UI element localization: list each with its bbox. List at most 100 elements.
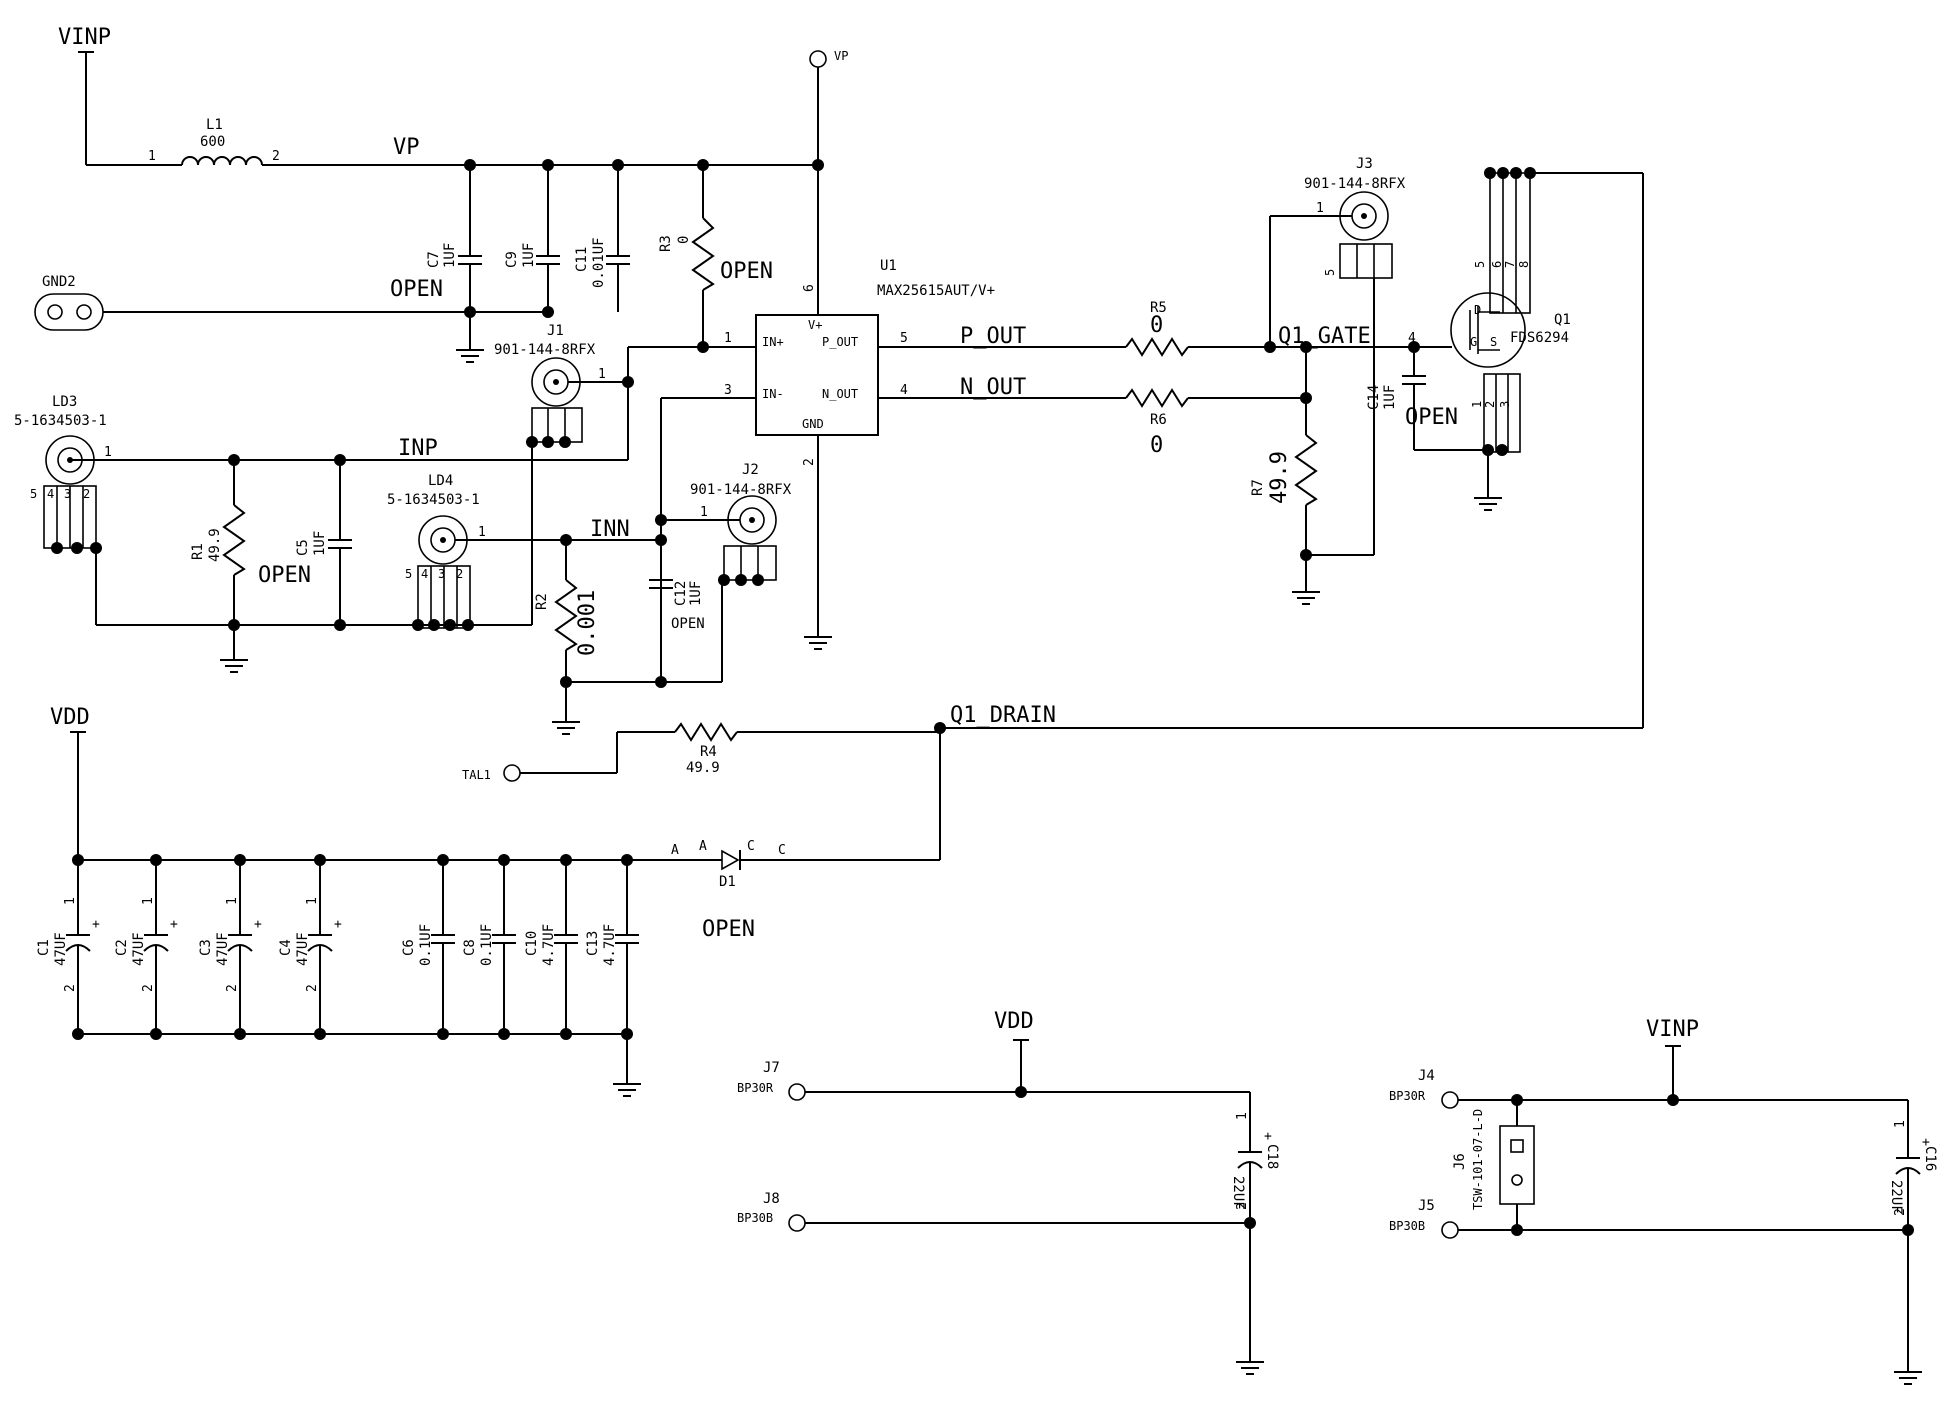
ld3-p3: 3	[64, 487, 71, 501]
c18-pin1: 1	[1235, 1112, 1250, 1120]
junction-dot	[560, 1028, 572, 1040]
c5-open-note: OPEN	[258, 563, 311, 588]
c10-value: 4.7UF	[541, 924, 557, 966]
c16-pin2: 2	[1893, 1208, 1908, 1216]
j2-value: 901-144-8RFX	[690, 482, 792, 498]
q1-g: G	[1470, 335, 1477, 349]
u1-n4: 4	[900, 383, 908, 398]
ld3-pin1: 1	[104, 445, 112, 460]
tal1-test-point: TAL1	[462, 731, 675, 782]
junction-dot	[72, 1028, 84, 1040]
c13-value: 4.7UF	[602, 924, 618, 966]
capacitor-c14: C14 1UF	[1366, 347, 1426, 450]
q1-p6: 6	[1490, 261, 1504, 268]
r7-ref: R7	[1250, 479, 1266, 496]
ld3-value: 5-1634503-1	[14, 413, 107, 429]
capacitor-c18: 1 2 22UF C18 +	[1230, 1092, 1280, 1375]
c16-ref: C16	[1922, 1146, 1938, 1171]
l1-ref: L1	[206, 117, 223, 133]
inn-net-label: INN	[590, 517, 630, 542]
ld4-pin1: 1	[478, 525, 486, 540]
banana-jack-j7: J7 BP30R	[737, 1060, 806, 1101]
c12-ref: C12	[673, 581, 689, 606]
junction-dot	[498, 854, 510, 866]
j2-ref: J2	[742, 462, 759, 478]
j8-value: BP30B	[737, 1211, 773, 1225]
cap-plus: +	[334, 917, 342, 932]
cap-plus: +	[170, 917, 178, 932]
r2-value: 0.001	[575, 590, 600, 656]
q1-d: D	[1474, 303, 1481, 317]
junction-dot	[234, 854, 246, 866]
c11-ref: C11	[574, 247, 590, 272]
junction-dot	[437, 1028, 449, 1040]
pout-net-label: P_OUT	[960, 324, 1026, 349]
ld3-p5: 5	[30, 487, 37, 501]
vp-port-label: VP	[834, 49, 848, 63]
capacitor-c11: C11 0.01UF	[574, 165, 630, 312]
q1-gate-net-label: Q1_GATE	[1278, 324, 1371, 349]
connector-ld4: LD4 5-1634503-1 1 5 4 3 2	[387, 473, 486, 629]
c2-value: 47UF	[131, 932, 147, 966]
d1-c-label: C	[778, 843, 786, 858]
vdd-left-label: VDD	[50, 705, 90, 730]
j5-ref: J5	[1418, 1198, 1435, 1214]
j3-p5: 5	[1323, 269, 1337, 276]
ld3-p2: 2	[83, 487, 90, 501]
inductor-l1: L1 600 1 2	[148, 117, 280, 166]
l1-pin2: 2	[272, 149, 280, 164]
rf-connector-j3: J3 901-144-8RFX 1 5	[1269, 156, 1406, 347]
junction-dots	[51, 159, 1914, 1236]
c16-value: 22UF	[1888, 1180, 1904, 1214]
q1-pin4: 4	[1408, 331, 1416, 346]
j1-pin1: 1	[598, 367, 606, 382]
j3-ref: J3	[1356, 156, 1373, 172]
c7-value: 1UF	[442, 243, 458, 268]
j1-value: 901-144-8RFX	[494, 342, 596, 358]
resistor-r7: R7 49.9	[1250, 434, 1321, 605]
j7-ref: J7	[763, 1060, 780, 1076]
cap-plus: +	[92, 917, 100, 932]
resistor-r2: R2 0.001	[534, 540, 600, 735]
junction-dot	[621, 1028, 633, 1040]
c4-ref: C4	[278, 939, 294, 956]
capacitor-c12: C12 1UF OPEN	[649, 540, 705, 632]
c8-value: 0.1UF	[479, 924, 495, 966]
u1-pout: P_OUT	[822, 335, 858, 349]
vp-test-point: VP	[809, 49, 848, 315]
q1-p2: 2	[1483, 401, 1497, 408]
c8-ref: C8	[462, 939, 478, 956]
r4-ref: R4	[700, 744, 717, 760]
gnd2-label: GND2	[42, 274, 76, 290]
r5-ref: R5	[1150, 300, 1167, 316]
ld4-p2: 2	[456, 567, 463, 581]
cap-pin2: 2	[225, 984, 240, 992]
ld4-p5: 5	[405, 567, 412, 581]
vdd-bottom-power-port: VDD	[994, 1009, 1034, 1092]
c9-value: 1UF	[521, 243, 537, 268]
vinp-bottom-label: VINP	[1646, 1017, 1699, 1042]
c16-plus: +	[1922, 1135, 1930, 1150]
nout-net-label: N_OUT	[960, 375, 1026, 400]
banana-jack-j5: J5 BP30B	[1389, 1198, 1459, 1239]
q1-s: S	[1490, 335, 1497, 349]
j7-value: BP30R	[737, 1081, 774, 1095]
r6-ref: R6	[1150, 412, 1167, 428]
diode-d1: A A C C D1	[627, 839, 940, 890]
u1-n2: 2	[802, 458, 817, 466]
junction-dot	[314, 1028, 326, 1040]
banana-jack-j4: J4 BP30R	[1389, 1068, 1459, 1109]
c14-value: 1UF	[1382, 385, 1398, 410]
ld4-p3: 3	[438, 567, 445, 581]
resistor-r1: R1 49.9	[190, 460, 249, 673]
rf-connector-j2: J2 901-144-8RFX 1	[690, 462, 792, 608]
rf-connector-j1: J1 901-144-8RFX 1	[494, 323, 606, 625]
ld3-ref: LD3	[52, 394, 77, 410]
c1-value: 47UF	[53, 932, 69, 966]
u1-inplus: IN+	[762, 335, 784, 349]
